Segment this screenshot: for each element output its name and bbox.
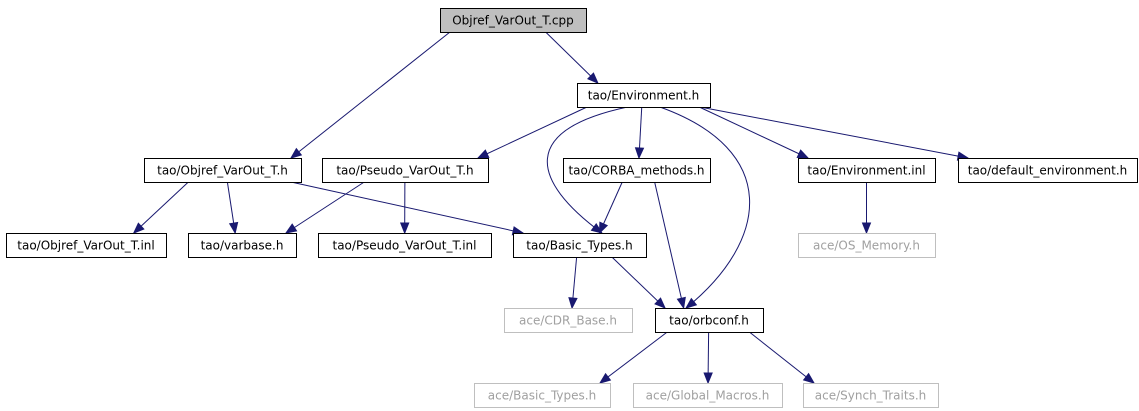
edge-root-to-env <box>545 31 599 84</box>
arrowhead-pseudoh-to-varbase <box>284 223 298 234</box>
arrowhead-orbconf-to-acebasic <box>598 372 612 384</box>
node-objref-varout-t-cpp[interactable]: Objref_VarOut_T.cpp <box>440 8 587 33</box>
node-box <box>474 383 611 408</box>
arrowhead-env-to-pseudoh <box>476 149 490 159</box>
node-tao-pseudo-varout-t-inl[interactable]: tao/Pseudo_VarOut_T.inl <box>318 233 492 258</box>
edge-env-to-orbconf <box>659 106 751 309</box>
node-tao-objref-varout-t-inl[interactable]: tao/Objref_VarOut_T.inl <box>6 233 167 258</box>
node-tao-varbase-h[interactable]: tao/varbase.h <box>188 233 297 258</box>
arrowhead-root-to-env <box>587 72 599 84</box>
edge-basictypes-to-orbconf <box>611 256 666 309</box>
node-ace-synch-traits-h[interactable]: ace/Synch_Traits.h <box>803 383 939 408</box>
node-ace-cdr-base-h[interactable]: ace/CDR_Base.h <box>504 308 633 333</box>
arrowhead-envinl-to-osmem <box>861 222 872 235</box>
node-tao-corba-methods-h[interactable]: tao/CORBA_methods.h <box>563 158 711 183</box>
arrowhead-corba-to-basictypes <box>598 221 609 235</box>
edge-root-to-objh <box>290 31 451 159</box>
node-label: tao/CORBA_methods.h <box>568 164 704 178</box>
node-box <box>513 233 647 258</box>
arrowhead-orbconf-to-globalmacros <box>703 372 713 385</box>
node-label: ace/Basic_Types.h <box>488 389 596 403</box>
node-tao-objref-varout-t-h[interactable]: tao/Objref_VarOut_T.h <box>144 158 302 183</box>
node-box <box>440 8 587 33</box>
arrowhead-objh-to-objinl <box>132 222 145 234</box>
node-tao-basic-types-h[interactable]: tao/Basic_Types.h <box>513 233 647 258</box>
node-box <box>798 233 936 258</box>
arrowhead-objh-to-varbase <box>228 221 239 235</box>
node-box <box>958 158 1138 183</box>
nodes-layer: Objref_VarOut_T.cpp tao/Environment.h tao/… <box>6 8 1138 408</box>
node-box <box>144 158 302 183</box>
edge-pseudoh-to-varbase <box>285 181 365 234</box>
node-label: tao/default_environment.h <box>968 164 1128 178</box>
arrowhead-root-to-objh <box>289 147 303 159</box>
node-box <box>504 308 633 333</box>
node-ace-basic-types-h[interactable]: ace/Basic_Types.h <box>474 383 611 408</box>
edge-env-to-defenv <box>699 106 969 159</box>
node-box <box>563 158 711 183</box>
node-box <box>322 158 489 183</box>
edge-orbconf-to-synch <box>749 331 815 384</box>
arrowhead-corba-to-orbconf <box>676 296 686 310</box>
edge-env-to-pseudoh <box>477 106 588 159</box>
edge-objh-to-basictypes <box>290 181 524 234</box>
edge-env-to-envinl <box>699 106 809 159</box>
node-box <box>803 383 939 408</box>
node-tao-environment-h[interactable]: tao/Environment.h <box>577 83 711 108</box>
node-label: tao/Environment.h <box>588 89 700 103</box>
node-label: tao/Objref_VarOut_T.h <box>157 164 288 178</box>
node-label: ace/Global_Macros.h <box>646 389 770 403</box>
node-label: tao/orbconf.h <box>669 314 749 328</box>
arrowhead-env-to-envinl <box>796 149 810 159</box>
node-ace-global-macros-h[interactable]: ace/Global_Macros.h <box>633 383 783 408</box>
node-label: ace/CDR_Base.h <box>519 314 617 328</box>
node-label: tao/Basic_Types.h <box>526 239 632 253</box>
node-label: ace/Synch_Traits.h <box>815 389 926 403</box>
node-tao-environment-inl[interactable]: tao/Environment.inl <box>798 158 936 183</box>
arrowhead-env-to-corba <box>634 147 645 160</box>
node-tao-default-environment-h[interactable]: tao/default_environment.h <box>958 158 1138 183</box>
node-tao-pseudo-varout-t-h[interactable]: tao/Pseudo_VarOut_T.h <box>322 158 489 183</box>
node-box <box>798 158 936 183</box>
node-box <box>655 308 764 333</box>
edge-objh-to-objinl <box>133 181 189 234</box>
arrowhead-basictypes-to-orbconf <box>654 297 666 309</box>
node-label: tao/Environment.inl <box>807 164 925 178</box>
arrowhead-env-to-orbconf <box>685 297 698 309</box>
node-box <box>633 383 783 408</box>
node-box <box>577 83 711 108</box>
node-label: tao/Pseudo_VarOut_T.h <box>336 164 473 178</box>
edge-orbconf-to-acebasic <box>599 331 668 384</box>
node-ace-os-memory-h[interactable]: ace/OS_Memory.h <box>798 233 936 258</box>
arrowhead-orbconf-to-synch <box>802 372 816 384</box>
node-label: tao/varbase.h <box>201 239 284 253</box>
arrowhead-basictypes-to-cdr <box>568 297 578 310</box>
node-tao-orbconf-h[interactable]: tao/orbconf.h <box>655 308 764 333</box>
edge-corba-to-orbconf <box>654 181 685 309</box>
edge-env-to-basictypes <box>546 106 628 234</box>
node-label: ace/OS_Memory.h <box>813 239 920 253</box>
node-label: Objref_VarOut_T.cpp <box>452 14 574 28</box>
node-box <box>6 233 167 258</box>
node-label: tao/Objref_VarOut_T.inl <box>17 239 154 253</box>
node-box <box>318 233 492 258</box>
arrowhead-pseudoh-to-pseudoinl <box>399 222 410 235</box>
node-box <box>188 233 297 258</box>
node-label: tao/Pseudo_VarOut_T.inl <box>333 239 477 253</box>
